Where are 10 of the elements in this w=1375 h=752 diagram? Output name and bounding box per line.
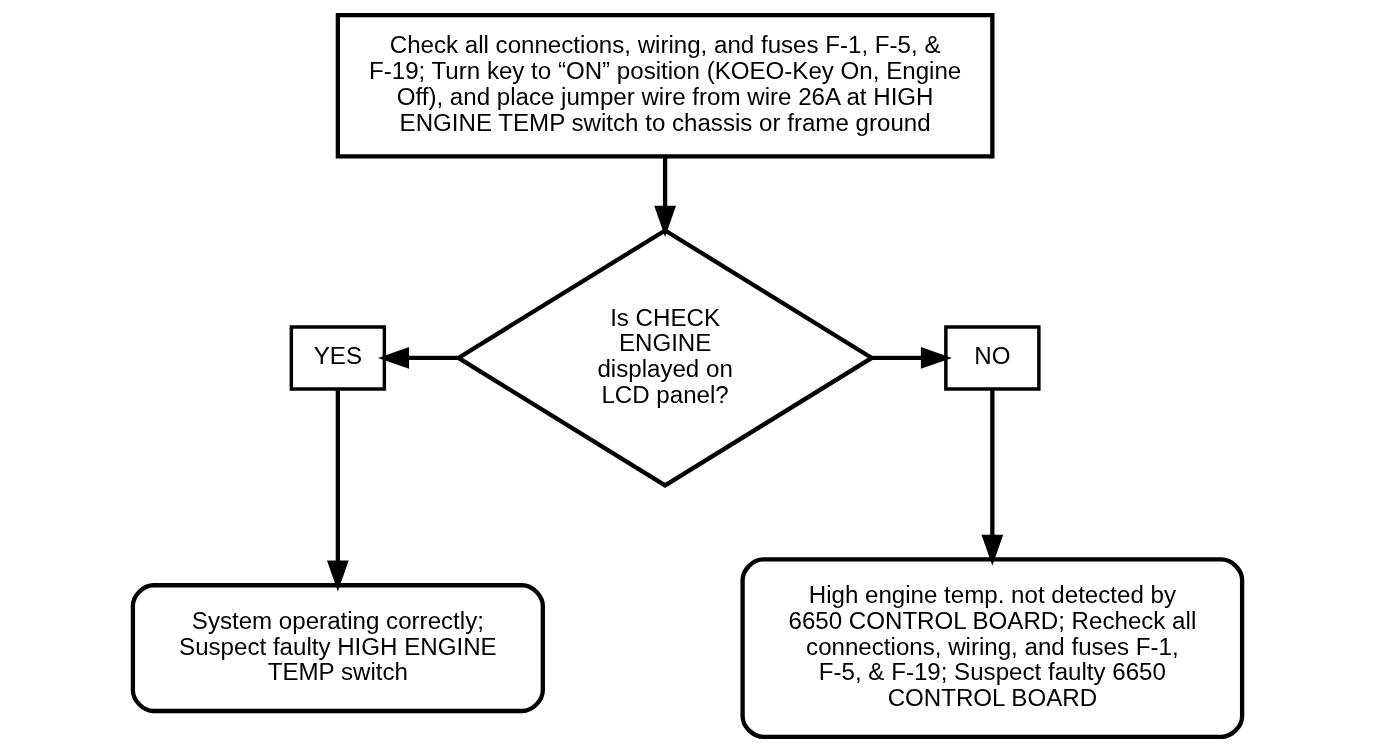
node-box: Check all connections, wiring, and fuses F-1, F-5, & F-19; Turn key to “ON” position (KOEO-Key On, Engine Off), and place jumper wire from wire 26A at HIGH ENGINE TEMP switch to chassis or frame ground [335,13,995,159]
arrow [378,347,458,369]
arrow [872,347,952,369]
node-box: NO [944,325,1041,391]
arrow [654,156,676,237]
node-box: High engine temp. not detected by 6650 CONTROL BOARD; Recheck all connections, wiring, and fuses F-1, F-5, & F-19; Suspect faulty 6650 CONTROL BOARD [740,557,1245,739]
arrow [327,389,349,592]
node-box: YES [289,325,387,391]
node-box: System operating correctly; Suspect faulty HIGH ENGINE TEMP switch [130,583,545,714]
arrow [981,389,1004,566]
